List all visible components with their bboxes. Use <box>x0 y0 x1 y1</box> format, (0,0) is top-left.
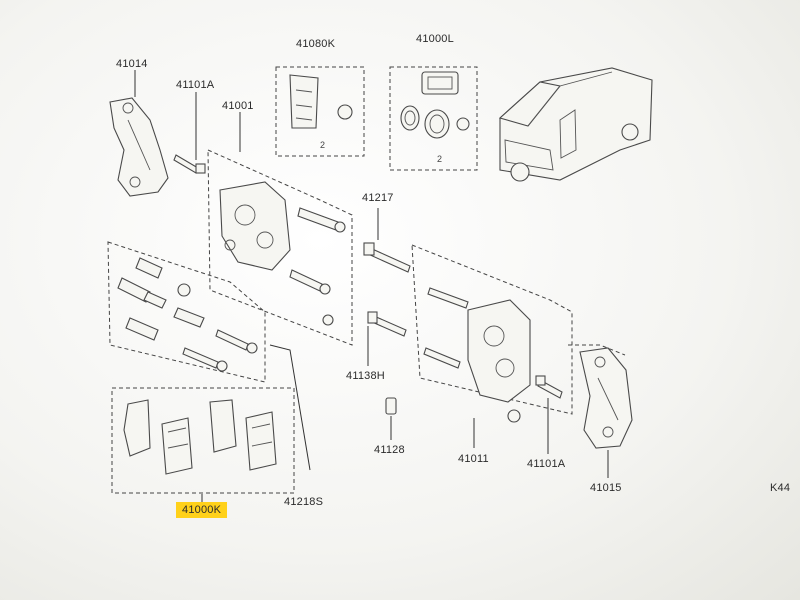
part-41217-bolt <box>363 208 411 273</box>
label-41000k-highlighted: 41000K <box>176 502 228 518</box>
label-41080k: 41080K <box>296 38 336 50</box>
part-41000l-kit: 2 <box>400 71 470 164</box>
label-41217: 41217 <box>362 192 394 204</box>
part-41101a-bolt-top <box>173 92 206 174</box>
part-41015-bracket <box>568 344 633 478</box>
label-41138h: 41138H <box>346 370 385 382</box>
label-41011: 41011 <box>458 453 489 465</box>
group-box-41001 <box>207 149 353 346</box>
svg-text:2: 2 <box>437 154 442 164</box>
label-41015: 41015 <box>590 482 622 494</box>
van-illustration <box>498 67 653 182</box>
group-box-41000k <box>111 387 295 494</box>
svg-text:2: 2 <box>320 140 325 150</box>
label-41218s: 41218S <box>284 496 324 508</box>
label-41014: 41014 <box>116 58 148 70</box>
group-box-41000l <box>389 66 478 171</box>
group-box-41080k <box>275 66 365 157</box>
group-box-41218s <box>107 241 266 383</box>
label-page-ref: K44 <box>770 482 791 494</box>
part-41001-caliper <box>219 112 346 326</box>
part-41138h-bolt <box>367 311 407 366</box>
label-41001: 41001 <box>222 100 254 112</box>
part-41101a-bolt-bottom <box>535 375 563 454</box>
label-41128: 41128 <box>374 444 405 456</box>
part-41011-caliper <box>423 287 531 448</box>
part-41128-bleeder <box>385 397 397 440</box>
group-box-41011 <box>411 244 573 415</box>
part-41014-bracket <box>109 70 169 197</box>
label-41101a-bottom: 41101A <box>527 458 566 470</box>
part-41000k-pads <box>123 399 277 502</box>
part-41080k-kit: 2 <box>289 74 353 150</box>
label-41101a-top: 41101A <box>176 79 215 91</box>
part-41218s-pins <box>117 257 311 471</box>
label-41000l: 41000L <box>416 33 454 45</box>
